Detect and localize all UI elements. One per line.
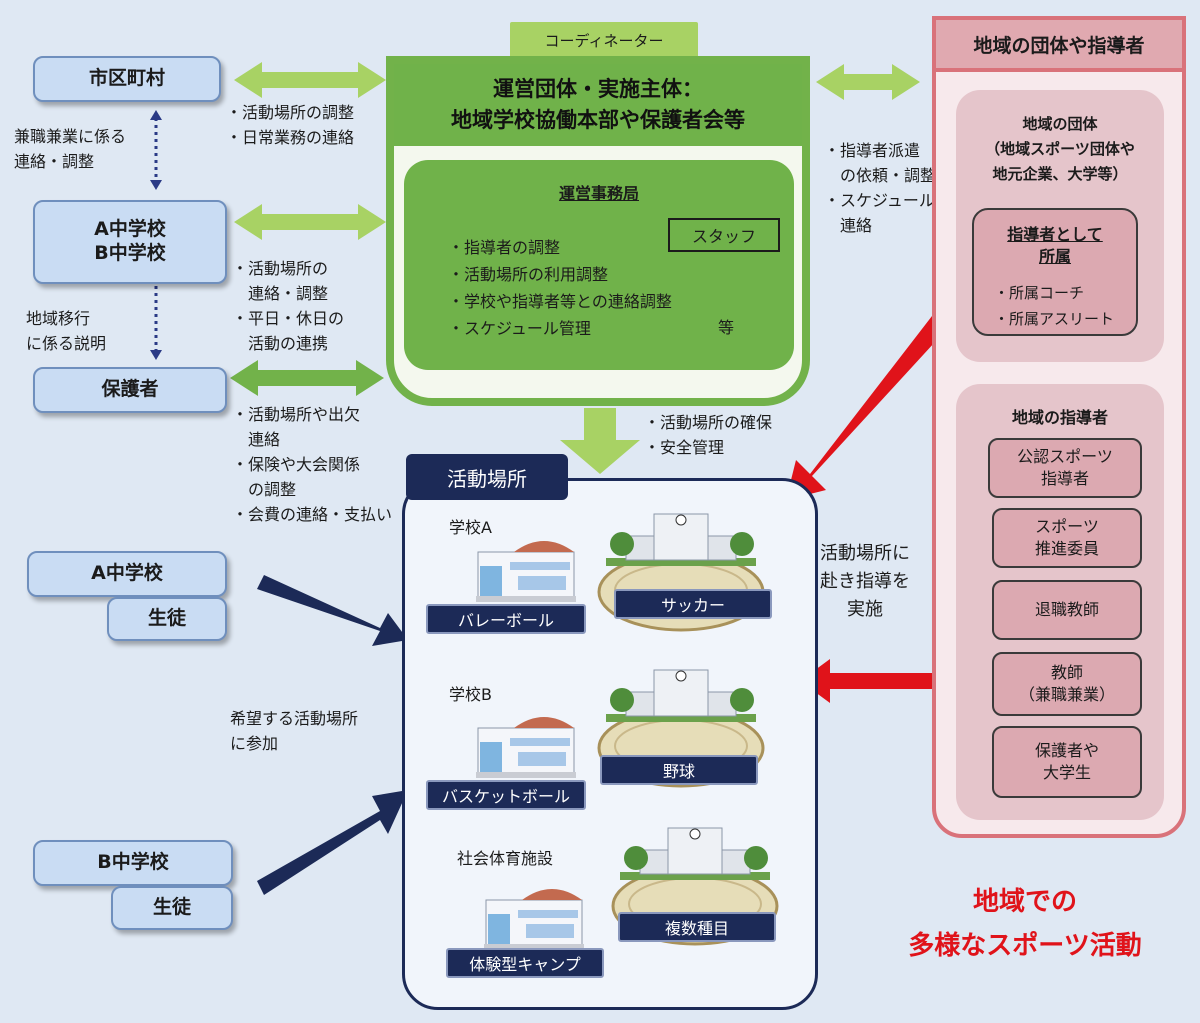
double-arrow-guardians	[230, 360, 384, 396]
operating-body-box: 運営団体・実施主体： 地域学校協働本部や保護者会等 運営事務局 スタッフ ・指導…	[386, 56, 810, 406]
leader-sports-commissioner: スポーツ 推進委員	[992, 508, 1142, 568]
regional-orgs-panel: 地域の団体や指導者 地域の団体 （地域スポーツ団体や 地元企業、大学等） 指導者…	[932, 16, 1186, 838]
office-task: ・スケジュール管理	[448, 319, 591, 338]
regional-leaders-title: 地域の指導者	[1011, 408, 1108, 427]
place-name-public-facility: 社会体育施設	[457, 849, 554, 868]
school-a-box: A中学校	[27, 551, 227, 597]
gym-building-icon	[476, 541, 576, 602]
regional-groups-title: 地域の団体 （地域スポーツ団体や 地元企業、大学等）	[985, 115, 1135, 183]
leader-certified-coach: 公認スポーツ 指導者	[988, 438, 1142, 498]
note-transition-explanation: 地域移行 に係る説明	[26, 309, 107, 353]
office-title: 運営事務局	[558, 184, 639, 203]
note-red-arrow: 活動場所に 赴き指導を 実施	[820, 543, 910, 620]
school-b-box: B中学校	[33, 840, 233, 886]
navy-arrow-b	[257, 790, 408, 895]
staff-box: スタッフ	[668, 218, 780, 252]
place-name-school-b: 学校B	[449, 685, 492, 704]
navy-arrow-a	[257, 575, 408, 646]
red-arrow-horizontal	[800, 659, 940, 703]
office-task: ・活動場所の利用調整	[448, 265, 609, 284]
operating-body-title: 運営団体・実施主体： 地域学校協働本部や保護者会等	[394, 64, 802, 146]
note-guardians-arrow: ・活動場所や出欠 連絡 ・保険や大会関係 の調整 ・会費の連絡・支払い	[232, 405, 393, 524]
office-etc: 等	[718, 318, 735, 337]
tagline: 地域での 多様なスポーツ活動	[908, 887, 1142, 961]
gym-building-icon	[484, 889, 584, 950]
regional-leaders-box: 地域の指導者 公認スポーツ 指導者 スポーツ 推進委員 退職教師 教師 （兼職兼…	[956, 384, 1164, 820]
activity-volleyball: バレーボール	[426, 604, 586, 634]
regional-orgs-title: 地域の団体や指導者	[932, 16, 1186, 72]
double-arrow-right-org	[816, 64, 920, 100]
affiliated-list: ・所属コーチ ・所属アスリート	[994, 280, 1114, 332]
schools-ab-box: A中学校 B中学校	[33, 200, 227, 284]
guardians-box: 保護者	[33, 367, 227, 413]
double-arrow-municipality	[234, 62, 386, 98]
activity-baseball: 野球	[600, 755, 758, 785]
double-arrow-schools	[234, 204, 386, 240]
note-right-arrow: ・指導者派遣 の依頼・調整 ・スケジュール 連絡	[824, 141, 937, 235]
regional-groups-box: 地域の団体 （地域スポーツ団体や 地元企業、大学等） 指導者として 所属 ・所属…	[956, 90, 1164, 362]
activity-soccer: サッカー	[614, 589, 772, 619]
note-schools-arrow: ・活動場所の 連絡・調整 ・平日・休日の 活動の連携	[232, 259, 345, 353]
leader-retired-teacher: 退職教師	[992, 580, 1142, 640]
leader-parents-students: 保護者や 大学生	[992, 726, 1142, 798]
note-join-venue: 希望する活動場所 に参加	[230, 709, 359, 753]
note-muni-coordination: 兼職兼業に係る 連絡・調整	[14, 127, 127, 171]
red-arrow-diagonal	[786, 316, 946, 500]
note-down-arrow: ・活動場所の確保 ・安全管理	[644, 413, 773, 457]
office-task-list: ・指導者の調整 ・活動場所の利用調整 ・学校や指導者等との連絡調整 ・スケジュー…	[448, 234, 672, 342]
coordinator-label: コーディネーター	[510, 22, 698, 58]
gym-building-icon	[476, 717, 576, 778]
affiliated-title: 指導者として 所属	[1007, 225, 1103, 266]
leader-teacher-side-job: 教師 （兼職兼業）	[992, 652, 1142, 716]
place-name-school-a: 学校A	[449, 518, 492, 537]
down-arrow-venue	[560, 408, 640, 474]
affiliated-item: ・所属コーチ	[994, 284, 1085, 302]
activity-camp: 体験型キャンプ	[446, 948, 604, 978]
venue-label: 活動場所	[406, 454, 568, 500]
activity-basketball: バスケットボール	[426, 780, 586, 810]
affiliated-item: ・所属アスリート	[994, 310, 1115, 328]
affiliated-leaders-box: 指導者として 所属 ・所属コーチ ・所属アスリート	[972, 208, 1138, 336]
students-a-box: 生徒	[107, 597, 227, 641]
office-task: ・指導者の調整	[448, 238, 561, 257]
office-task: ・学校や指導者等との連絡調整	[448, 292, 672, 311]
students-b-box: 生徒	[111, 886, 233, 930]
operating-office-box: 運営事務局 スタッフ ・指導者の調整 ・活動場所の利用調整 ・学校や指導者等との…	[404, 160, 794, 370]
note-muni-arrow: ・活動場所の調整 ・日常業務の連絡	[226, 103, 355, 147]
municipality-box: 市区町村	[33, 56, 221, 102]
activity-multi-sport: 複数種目	[618, 912, 776, 942]
